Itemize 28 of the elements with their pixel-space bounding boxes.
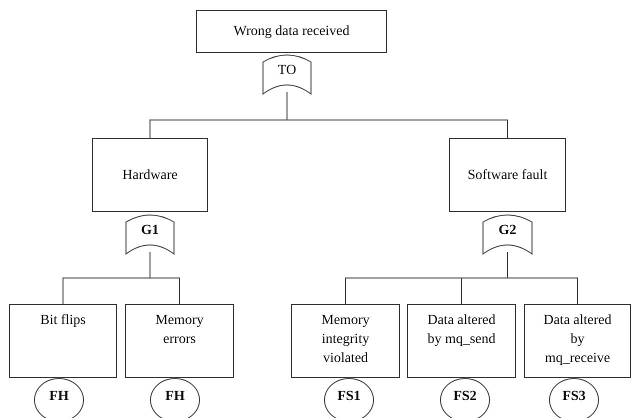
event-box [407,304,516,378]
gate-label: G1 [141,224,159,238]
event-code: FS3 [562,390,586,404]
event-box [291,304,400,378]
event-box [449,138,566,212]
basic-event-circle [150,378,200,418]
event-text: Software fault [468,166,548,184]
event-box [9,304,117,378]
event-text: Wrong data received [233,23,350,41]
event-text: Data altered by mq_receive [542,312,612,368]
event-text: Hardware [122,166,178,184]
event-code: FH [165,390,185,404]
event-text: Memory errors [154,312,205,349]
gate-label: TO [278,64,296,78]
basic-event-circle [34,378,84,418]
event-code: FH [49,390,69,404]
event-text: Data altered by mq_send [426,312,497,349]
basic-event-circle [440,378,490,418]
event-box [125,304,234,378]
event-text: Memory integrity violated [320,312,371,368]
event-text: Bit flips [40,312,86,330]
event-box [92,138,208,212]
gate-label: G2 [498,224,516,238]
basic-event-circle [324,378,374,418]
event-box [524,304,631,378]
event-code: FS2 [453,390,477,404]
basic-event-circle [549,378,599,418]
event-code: FS1 [337,390,361,404]
